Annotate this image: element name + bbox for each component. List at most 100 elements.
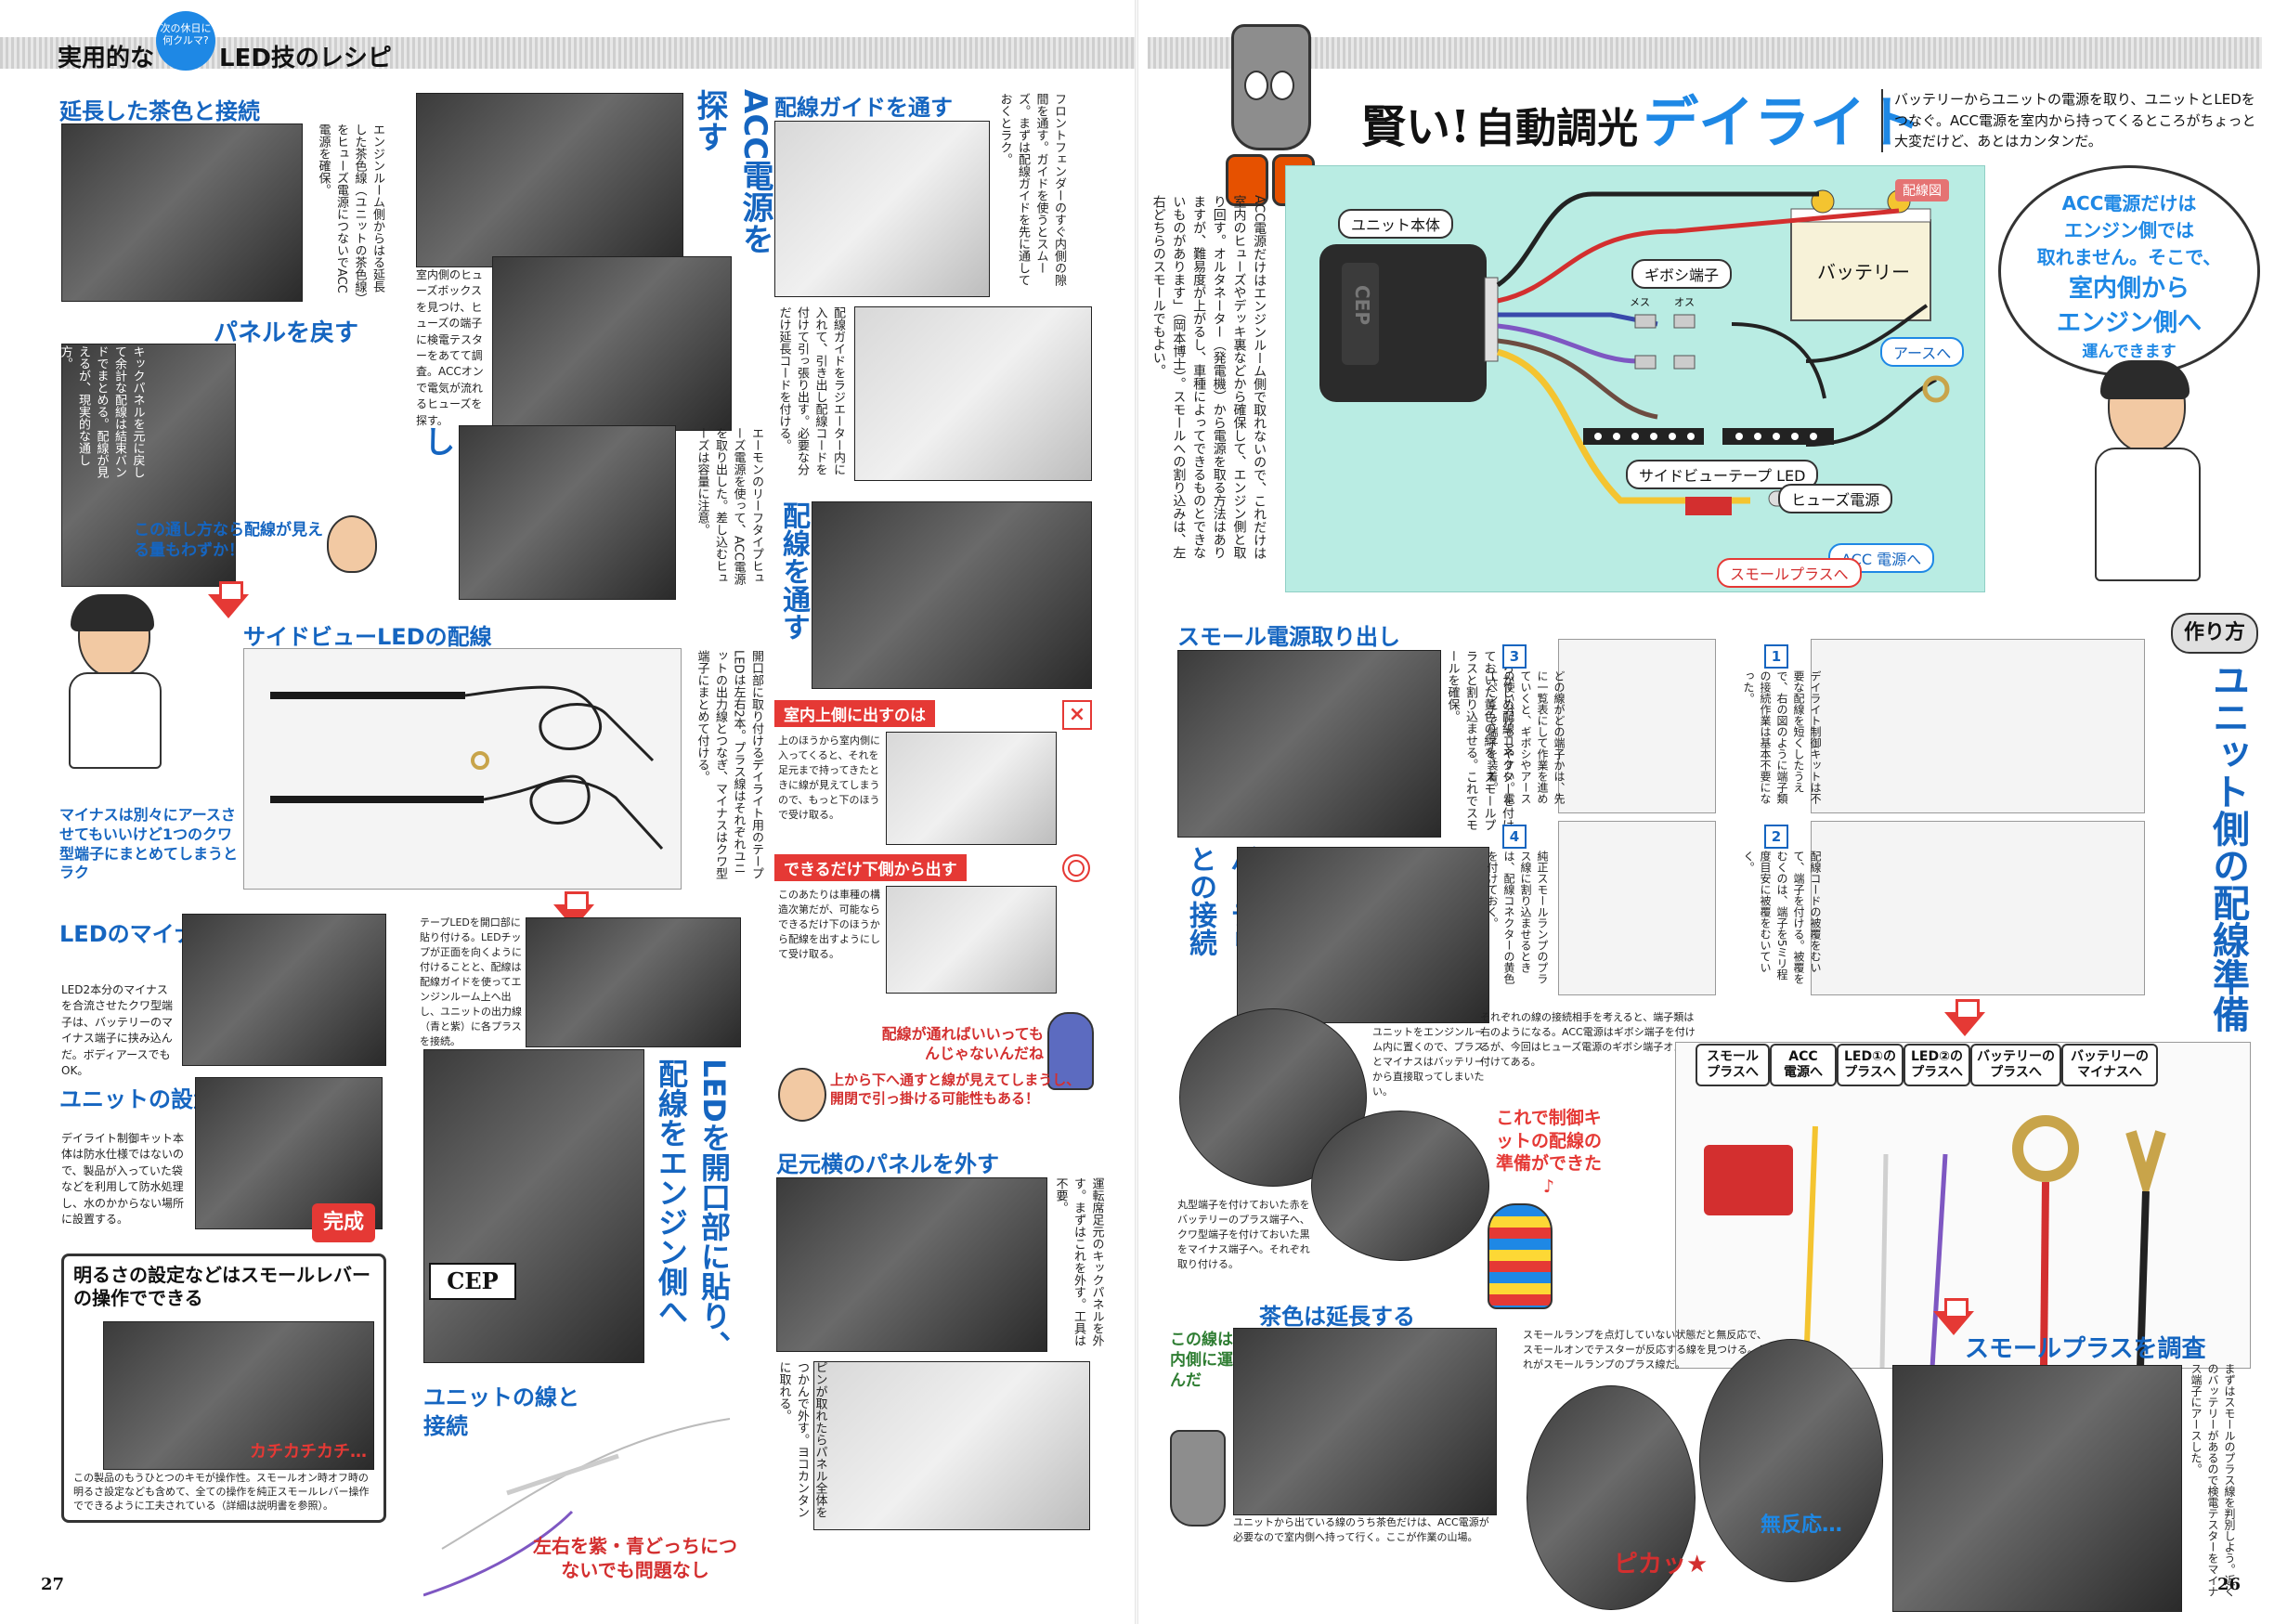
professor-character-right <box>2067 360 2225 592</box>
photo-small-source <box>1177 650 1441 838</box>
photo-small-plus-3 <box>1892 1365 2182 1612</box>
heading-unit-connect: ユニットの線と接続 <box>423 1384 579 1440</box>
muhannou-callout: 無反応… <box>1761 1514 1843 1537</box>
intro-text: ACC電源だけはエンジンルーム側で取れないので、これだけは室内のヒューズやデッキ… <box>1150 195 1267 560</box>
text-power-take: エーモンのリーフタイプヒューズ電源を使って、ACC電源を取り出した。差し込むヒュ… <box>695 427 764 585</box>
text-battery-2: 丸型端子を付けておいた赤をバッテリーのプラス端子へ、クワ型端子を付けておいた黒を… <box>1177 1199 1310 1270</box>
terminal-label-1: スモール プラスへ <box>1696 1044 1770 1086</box>
text-small-source: あらかじめ配線コネクターを付けておいた黄色の線を、スモールプラスと割り込ませる。… <box>1445 650 1514 831</box>
step-1-text: デイライト制御キットは不要な配線を短くしたうえで、右の図のように端子類の接続作業… <box>1742 670 1822 804</box>
callout-panel: この通し方なら配線が見える量もわずか！ <box>134 521 323 561</box>
callout-unit-connect: 左右を紫・青どっちにつないでも問題なし <box>533 1535 737 1581</box>
step-4-num: 4 <box>1502 825 1527 849</box>
photo-tape-led-2 <box>423 1049 644 1363</box>
wrong-box: 室内上側に出すのは × 上のほうから室内側に入ってくると、それを足元まで持ってき… <box>774 700 1092 845</box>
diagram-unit-label: ユニット本体 <box>1338 209 1454 239</box>
terminal-label-2: ACC 電源へ <box>1770 1044 1837 1086</box>
ready-callout: これで制御キットの配線の準備ができた♪ <box>1495 1108 1602 1198</box>
header-stripe-right <box>1148 37 2262 69</box>
text-sideview: 開口部に取り付けるデイライト用のテープLEDは左右2本。プラス線はそれぞれユニッ… <box>695 650 764 879</box>
photo-lower-ok <box>886 886 1057 994</box>
diagram-label: 配線図 <box>1895 179 1949 201</box>
face-icon-2 <box>778 1068 826 1122</box>
photo-tape-led-1 <box>526 917 741 1047</box>
heading-unit-install: ユニットの設置 <box>59 1086 215 1112</box>
diagram-gibosi-label: ギボシ端子 <box>1631 259 1733 289</box>
bubble-line5: エンジン側へ <box>2056 309 2202 337</box>
photo-extend-brown <box>61 123 303 302</box>
text-wiring-guide: フロントフェンダーのすぐ内側の隙間を通す。ガイドを使うとスムーズ。まずは配線ガイ… <box>997 93 1067 286</box>
wiring-diagram: 配線図 ユニット本体 CEP ギボシ端子 メス オス バッテリー アースへ サイ… <box>1285 165 1985 592</box>
step-3-text: どの線がどの端子かは、先に一覧表にして作業を進めていくと、ギボシやアースの使い分… <box>1486 670 1566 804</box>
howto-panel: 作り方 ユニット側の配線準備 1 デイライト制御キットは不要な配線を短くしたうえ… <box>1480 613 2262 1612</box>
bubble-line6: 運んできます <box>2082 343 2177 361</box>
text-brown-extend: ユニットから出ている線のうち茶色だけは、ACC電源が必要なので室内側へ持って行く… <box>1233 1516 1489 1543</box>
step-2-photo <box>1811 821 2145 995</box>
text-lower-ok: このあたりは車種の構造次第だが、可能ならできるだけ下のほうから配線を出すようにし… <box>778 889 880 960</box>
photo-foot-panel-2 <box>813 1361 1090 1530</box>
text-unit-install: デイライト制御キット本体は防水仕様ではないので、製品が入っていた袋などを利用して… <box>61 1132 185 1226</box>
text-led-minus: LED2本分のマイナスを合流させたクワ型端子は、バッテリーのマイナス端子に挟み込… <box>61 983 174 1077</box>
diagram-mesu-label: メス <box>1630 296 1650 308</box>
photo-battery-2 <box>1179 1008 1367 1187</box>
step-2-num: 2 <box>1764 825 1788 849</box>
complete-badge: 完成 <box>312 1203 375 1242</box>
series-title: 実用的な <box>58 45 155 72</box>
photo-sideview <box>243 648 682 890</box>
heading-brown-extend: 茶色は延長する <box>1259 1304 1415 1330</box>
left-page: 実用的な 次の休日に何クルマ? LED技のレシピ 延長した茶色と接続 エンジンル… <box>0 11 1137 1608</box>
label-inside-wrong: 室内上側に出すのは <box>774 700 935 727</box>
heading-wiring-pass: 配線を通す <box>777 501 810 641</box>
mini-mascot <box>1170 1430 1226 1527</box>
photo-brown-extend <box>1233 1328 1497 1515</box>
photo-brightness <box>103 1321 374 1470</box>
photo-wiring-pass-2 <box>812 501 1092 689</box>
photo-acc-2 <box>492 256 732 431</box>
heading-tape-led: LEDを開口部に貼り、配線をエンジン側へ <box>654 1059 732 1360</box>
step-1-num: 1 <box>1764 644 1788 669</box>
heading-small-plus: スモールプラスを調査 <box>1965 1335 2206 1363</box>
gutter <box>1135 0 1138 1624</box>
title-block: 賢い! 自動調光 デイライト <box>1361 78 2086 156</box>
text-wiring-pass: 配線ガイドをラジエーター内に入れて、引き出し配線コードを付けて引っ張り出す。必要… <box>776 306 846 475</box>
heading-panel-back: パネルを戻す <box>214 319 359 347</box>
page-number-left: 27 <box>41 1575 65 1594</box>
photo-small-plus-1 <box>1527 1385 1696 1610</box>
heading-sideview: サイドビューLEDの配線 <box>243 624 492 650</box>
title-kashikoi: 賢い! <box>1361 101 1471 153</box>
text-panel-back: キックパネルを元に戻して余計な配線は結束バンドでまとめる。配線が見えるが、現実的… <box>58 345 145 478</box>
photo-panel-back <box>61 344 236 587</box>
text-small-plus-2: スモールランプを点灯していない状態だと無反応で、スモールオンでテスターが反応する… <box>1523 1329 1768 1371</box>
photo-unit-connect <box>423 1382 739 1608</box>
ok-box: できるだけ下側から出す このあたりは車種の構造次第だが、可能ならできるだけ下のほ… <box>774 854 1090 994</box>
step-2-text: 配線コードの被覆をむいて、端子を付ける。被覆をむくのは、端子を5ミリ程度目安に被… <box>1742 851 1822 984</box>
bubble-line1: ACC電源だけは <box>2061 192 2197 214</box>
step-3-photo <box>1558 639 1716 813</box>
photo-acc-1 <box>416 93 683 267</box>
text-battery-1: ユニットをエンジンルーム内に置くので、プラスとマイナスはバッテリーから直接取って… <box>1372 1026 1485 1098</box>
bubble-line4: 室内側から <box>2068 275 2190 303</box>
page-number-right: 26 <box>2217 1575 2242 1594</box>
photo-small-plus-2 <box>1699 1339 1883 1582</box>
callout-through: 配線が通ればいいってもんじゃないんだね <box>881 1025 1044 1062</box>
step-4-photo <box>1558 821 1716 995</box>
photo-battery-3 <box>1311 1111 1489 1261</box>
photo-wiring-pass-1 <box>854 306 1092 481</box>
heading-wiring-guide: 配線ガイドを通す <box>774 95 953 121</box>
terminal-label-4: LED②の プラスへ <box>1904 1044 1970 1086</box>
label-lower-ok: できるだけ下側から出す <box>774 854 967 881</box>
diagram-sideview-label: サイドビューテープ LED <box>1626 460 1819 489</box>
photo-foot-panel-1 <box>776 1177 1047 1352</box>
heading-acc-source: ACC電源を探す <box>691 89 773 255</box>
photo-led-minus <box>182 914 386 1066</box>
howto-title: ユニット側の配線準備 <box>2206 661 2249 1033</box>
text-inside-wrong: 上のほうから室内側に入ってくると、それを足元まで持ってきたときに線が見えてしまう… <box>778 734 880 821</box>
cep-logo: CEP <box>429 1263 516 1300</box>
onomatopoeia: カチカチカチ… <box>250 1442 367 1462</box>
heading-foot-panel: 足元横のパネルを外す <box>776 1151 999 1177</box>
howto-badge: 作り方 <box>2171 613 2258 654</box>
callout-down: 上から下へ通すと線が見えてしまうし、開閉で引っ掛ける可能性もある！ <box>830 1072 1081 1107</box>
circle-mark-icon <box>1062 854 1090 882</box>
terminal-label-6: バッテリーの マイナスへ <box>2061 1044 2158 1086</box>
arrow-down-icon <box>208 581 249 618</box>
